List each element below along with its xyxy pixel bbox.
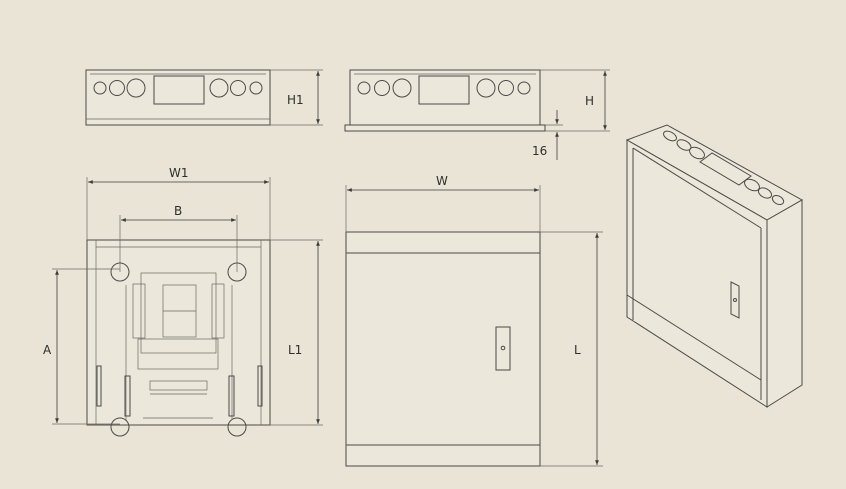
dimension-16 bbox=[545, 110, 563, 160]
dimension-label-b: B bbox=[174, 204, 182, 218]
dimension-label-a: A bbox=[43, 343, 52, 357]
dimension-label-w1: W1 bbox=[169, 166, 189, 180]
dimension-l1 bbox=[270, 239, 323, 426]
dimension-w bbox=[345, 185, 541, 232]
isometric-view bbox=[625, 124, 804, 408]
dimension-w1 bbox=[86, 177, 271, 240]
dimension-label-h1: H1 bbox=[287, 93, 304, 107]
dimension-label-16: 16 bbox=[532, 144, 547, 158]
dimension-h1 bbox=[270, 69, 323, 126]
dimension-label-l: L bbox=[574, 343, 581, 357]
back-box-front-view bbox=[86, 239, 271, 437]
top-view-with-frame bbox=[344, 69, 546, 132]
dimension-label-l1: L1 bbox=[288, 343, 302, 357]
top-view-back-box bbox=[85, 69, 271, 126]
keyhole-mount-icon bbox=[227, 417, 247, 437]
dimension-label-h: H bbox=[585, 94, 594, 108]
dimension-label-w: W bbox=[436, 174, 448, 188]
keyhole-mount-icon bbox=[110, 417, 130, 437]
dimension-a bbox=[52, 268, 120, 425]
door-lock-handle-icon bbox=[730, 281, 740, 319]
dimension-h bbox=[540, 69, 610, 132]
door-lock-handle-icon bbox=[495, 326, 511, 371]
dimension-b bbox=[119, 215, 238, 272]
door-front-view bbox=[345, 231, 541, 467]
dimension-l bbox=[540, 231, 603, 467]
